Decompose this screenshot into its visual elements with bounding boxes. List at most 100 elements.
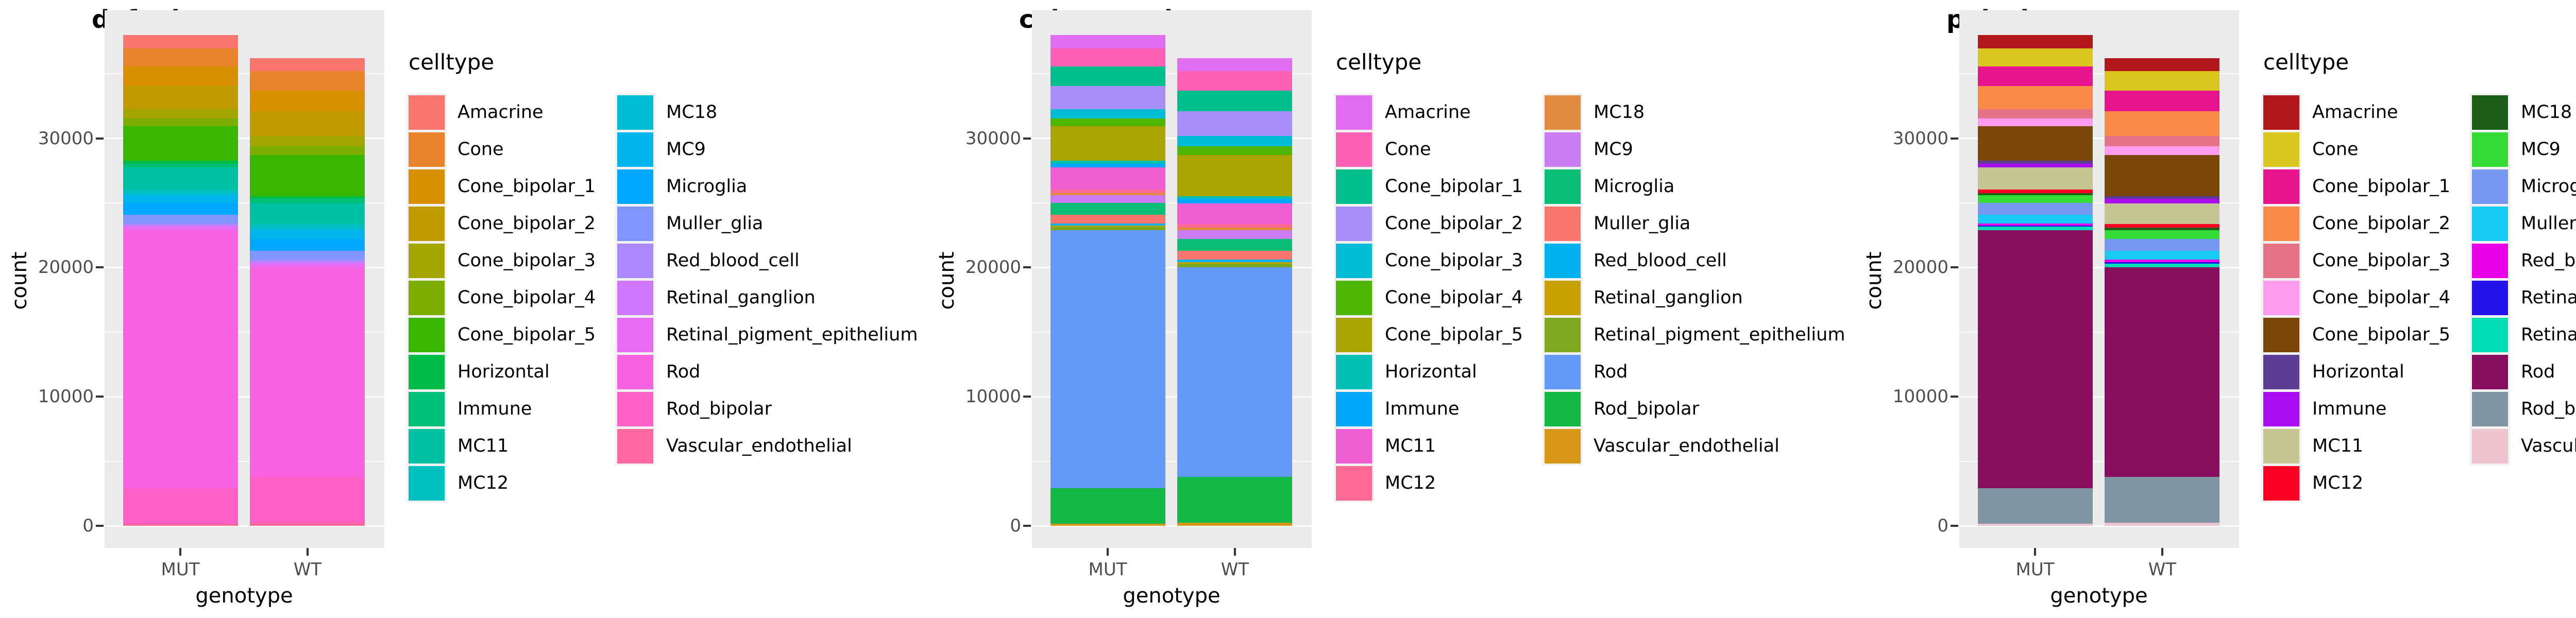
bar-segment-mc9	[1050, 195, 1165, 203]
bar-segment-mc12	[1177, 224, 1292, 228]
bar-segment-retinal_ganglion	[123, 225, 238, 227]
legend-label: Amacrine	[1385, 102, 1471, 123]
bar-segment-mc12	[2105, 224, 2219, 228]
legend-swatch	[406, 316, 447, 354]
legend-swatch	[1334, 464, 1374, 503]
legend-label: MC18	[1594, 102, 1645, 123]
y-axis-title: count	[935, 251, 959, 310]
bar-segment-retinal_pigment_epithelium	[250, 263, 365, 268]
legend-label: Cone_bipolar_5	[1385, 324, 1523, 345]
gridline-major	[1959, 266, 2239, 268]
bar-segment-cone_bipolar_4	[250, 146, 365, 156]
y-axis-title: count	[8, 251, 31, 310]
legend-swatch	[1543, 279, 1583, 317]
legend-swatch	[406, 390, 447, 428]
x-tick-label: MUT	[2015, 559, 2055, 580]
bar-segment-cone_bipolar_3	[1050, 109, 1165, 118]
legend-swatch	[2261, 279, 2301, 317]
legend-label: Horizontal	[1385, 362, 1477, 382]
y-axis-tick	[1023, 525, 1031, 527]
bar-segment-microglia	[1978, 202, 2093, 215]
bar-segment-vascular_endothelial	[2105, 522, 2219, 526]
x-axis-tick	[1234, 548, 1236, 556]
legend-label: Retinal_ganglion	[2521, 287, 2576, 308]
y-axis-tick	[1951, 266, 1958, 269]
legend-swatch	[2261, 390, 2301, 428]
legend-swatch	[2470, 242, 2510, 280]
bar-segment-cone_bipolar_2	[1050, 86, 1165, 110]
legend-label: Muller_glia	[1594, 213, 1691, 234]
legend-label: Vascular_endothelial	[1594, 436, 1780, 456]
legend-label: Cone_bipolar_2	[1385, 213, 1523, 234]
y-axis-tick	[96, 266, 104, 269]
bar-segment-cone	[1050, 48, 1165, 67]
legend-swatch	[1334, 242, 1374, 280]
legend-swatch	[615, 279, 655, 317]
bar-segment-mc11	[123, 167, 238, 190]
bar-segment-cone_bipolar_5	[2105, 155, 2219, 197]
bar-segment-cone_bipolar_1	[1177, 90, 1292, 111]
bar-segment-mc11	[1050, 167, 1165, 190]
bar-segment-rod_bipolar	[250, 476, 365, 523]
bar-segment-mc11	[1177, 203, 1292, 225]
x-tick-label: MUT	[1088, 559, 1127, 580]
gridline-minor	[105, 331, 384, 333]
legend-swatch	[615, 353, 655, 391]
legend-swatch	[1334, 130, 1374, 169]
bar-segment-rod_bipolar	[123, 488, 238, 524]
legend-swatch	[406, 464, 447, 503]
legend-swatch	[2261, 167, 2301, 206]
x-tick-label: WT	[293, 559, 322, 580]
legend-label: Horizontal	[2312, 362, 2404, 382]
bar-segment-vascular_endothelial	[123, 524, 238, 526]
bar-segment-vascular_endothelial	[250, 522, 365, 526]
y-tick-label: 0	[82, 516, 94, 536]
gridline-major	[105, 138, 384, 140]
legend-title: celltype	[409, 49, 495, 75]
gridline-minor	[1959, 202, 2239, 204]
legend-label: Cone_bipolar_2	[457, 213, 596, 234]
bar-segment-muller_glia	[123, 214, 238, 224]
legend-label: Rod	[1594, 362, 1628, 382]
legend-swatch	[2470, 93, 2510, 132]
legend-swatch	[1543, 204, 1583, 243]
legend-label: Red_blood_cell	[2521, 250, 2576, 271]
bar-segment-amacrine	[250, 58, 365, 72]
bar-segment-red_blood_cell	[2105, 260, 2219, 263]
legend-swatch	[2261, 93, 2301, 132]
legend-label: Microglia	[2521, 176, 2576, 197]
bar-segment-cone_bipolar_5	[1177, 155, 1292, 197]
bar-segment-mc9	[123, 195, 238, 203]
legend-label: Cone_bipolar_3	[1385, 250, 1523, 271]
bar-segment-immune	[1177, 199, 1292, 204]
y-axis-tick	[1023, 396, 1031, 398]
legend-label: Cone_bipolar_3	[2312, 250, 2450, 271]
legend-swatch	[615, 316, 655, 354]
bar-segment-rod_bipolar	[1177, 476, 1292, 523]
bar-segment-microglia	[1177, 239, 1292, 251]
legend-swatch	[406, 242, 447, 280]
bar-segment-mc18	[2105, 227, 2219, 230]
bar-wt	[2105, 58, 2219, 526]
y-tick-label: 30000	[965, 128, 1021, 149]
bar-segment-cone_bipolar_5	[123, 126, 238, 161]
chart-block: polychrome0100002000030000MUTWTcountgeno…	[1855, 0, 2576, 618]
bar-segment-immune	[250, 199, 365, 204]
y-tick-label: 30000	[1892, 128, 1948, 149]
bar-segment-mc9	[2105, 230, 2219, 239]
bar-segment-muller_glia	[1050, 214, 1165, 224]
x-axis-tick	[307, 548, 309, 556]
bar-segment-muller_glia	[1177, 250, 1292, 260]
legend-swatch	[406, 167, 447, 206]
bar-segment-microglia	[1050, 202, 1165, 215]
legend-label: MC12	[2312, 473, 2364, 493]
bar-segment-cone_bipolar_2	[123, 86, 238, 110]
bar-segment-rod_bipolar	[1050, 488, 1165, 524]
bar-segment-red_blood_cell	[1978, 224, 2093, 226]
legend-swatch	[1543, 167, 1583, 206]
legend-label: MC11	[1385, 436, 1436, 456]
legend-swatch	[1543, 130, 1583, 169]
bar-segment-retinal_ganglion	[2105, 262, 2219, 264]
bar-segment-horizontal	[123, 161, 238, 164]
